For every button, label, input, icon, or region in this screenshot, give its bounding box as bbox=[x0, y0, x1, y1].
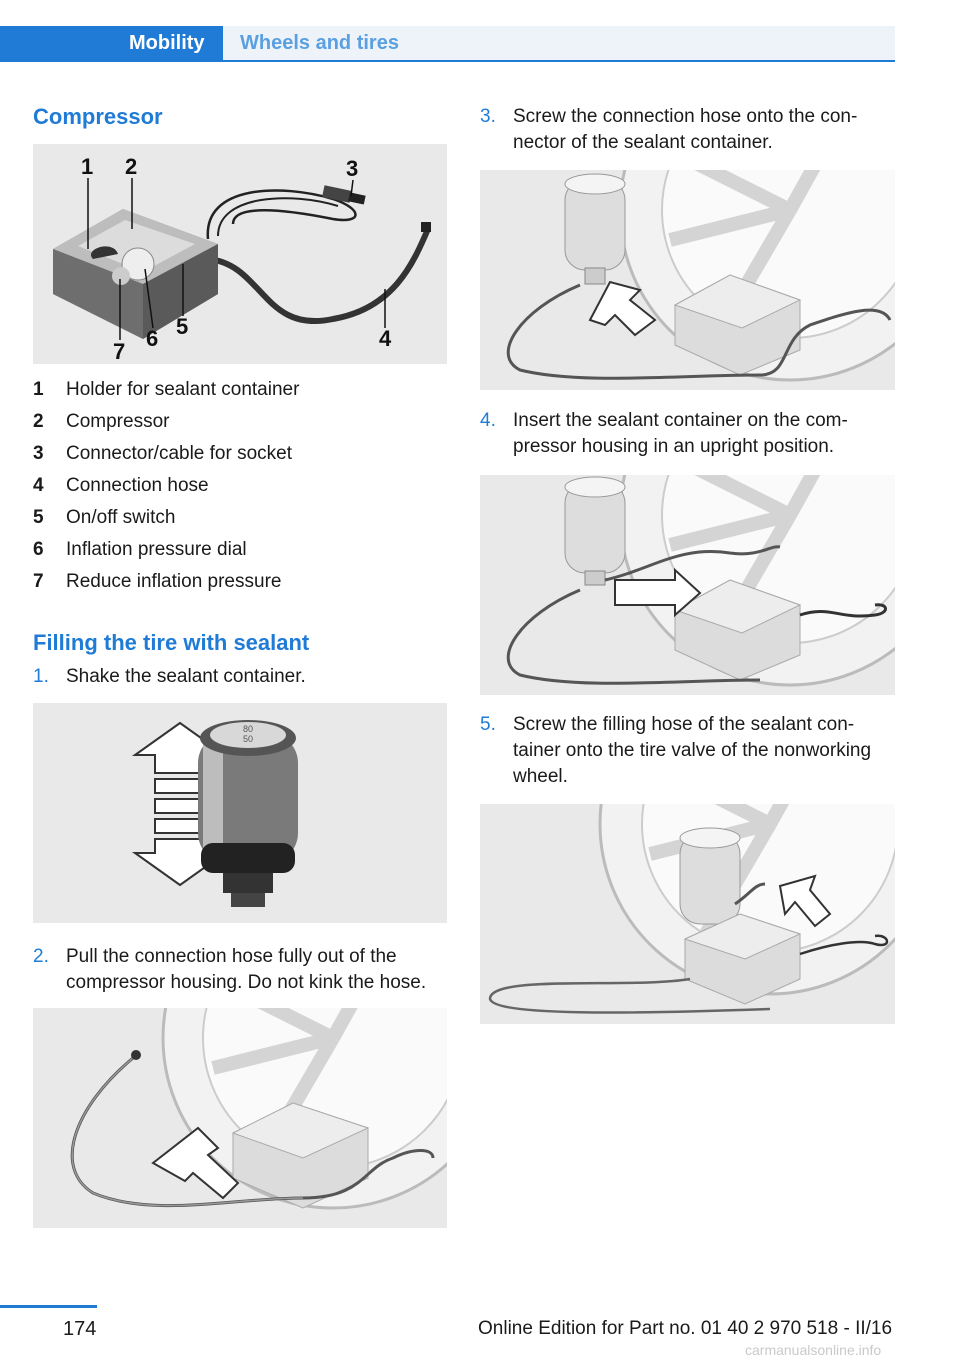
header-subsection-tab[interactable]: Wheels and tires bbox=[223, 26, 895, 60]
step-4: 4. Insert the sealant container on the c… bbox=[480, 410, 848, 457]
header-section-tab[interactable]: Mobility bbox=[0, 26, 223, 60]
step-3: 3. Screw the connection hose onto the co… bbox=[480, 106, 858, 153]
callout-4: 4 bbox=[379, 326, 392, 351]
callout-6: 6 bbox=[146, 326, 158, 351]
shake-container-figure: 80 50 bbox=[33, 703, 447, 923]
tire-valve-figure bbox=[480, 804, 895, 1024]
callout-5: 5 bbox=[176, 314, 188, 339]
step-5: 5. Screw the filling hose of the sealant… bbox=[480, 714, 872, 787]
screw-hose-figure bbox=[480, 170, 895, 390]
compressor-illustration: 1 2 3 4 5 6 7 bbox=[53, 154, 431, 364]
callout-3: 3 bbox=[346, 156, 358, 181]
compressor-figure: 1 2 3 4 5 6 7 bbox=[33, 144, 447, 364]
callout-7: 7 bbox=[113, 339, 125, 364]
header-divider bbox=[0, 60, 895, 62]
insert-container-figure bbox=[480, 475, 895, 695]
step-2: 2. Pull the connection hose fully out of… bbox=[33, 946, 427, 993]
callout-2: 2 bbox=[125, 154, 137, 179]
page-number: 174 bbox=[63, 1318, 97, 1340]
watermark: carmanualsonline.info bbox=[745, 1342, 882, 1358]
footer-divider bbox=[0, 1305, 97, 1308]
filling-heading: Filling the tire with sealant bbox=[33, 630, 310, 655]
pull-hose-figure bbox=[33, 1008, 447, 1228]
can-label: 80 bbox=[243, 724, 253, 734]
svg-text:50: 50 bbox=[243, 734, 253, 744]
step-1: 1. Shake the sealant container. bbox=[33, 666, 306, 687]
page-header: Mobility Wheels and tires bbox=[0, 0, 895, 62]
edition-note: Online Edition for Part no. 01 40 2 970 … bbox=[478, 1318, 893, 1339]
callout-1: 1 bbox=[81, 154, 93, 179]
compressor-heading: Compressor bbox=[33, 104, 163, 129]
